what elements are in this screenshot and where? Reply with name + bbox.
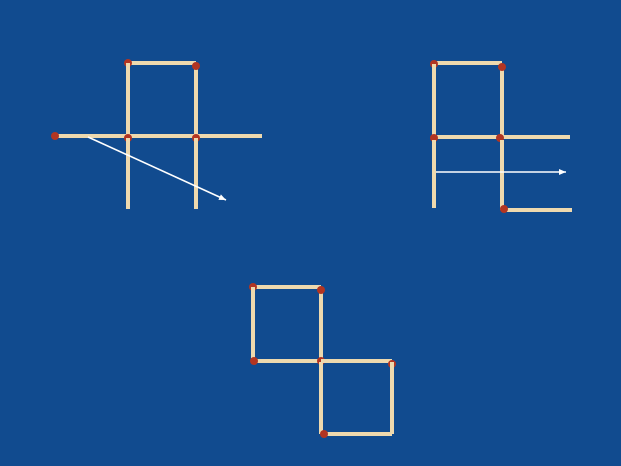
match-head — [250, 357, 258, 365]
match-head — [498, 63, 506, 71]
figure-3 — [249, 283, 396, 438]
match-head — [192, 62, 200, 70]
figure-2 — [430, 60, 572, 213]
move-arrow — [87, 136, 227, 201]
match-head — [500, 205, 508, 213]
match-head — [51, 132, 59, 140]
figure-1 — [51, 59, 262, 209]
match-head — [317, 286, 325, 294]
match-head — [320, 430, 328, 438]
